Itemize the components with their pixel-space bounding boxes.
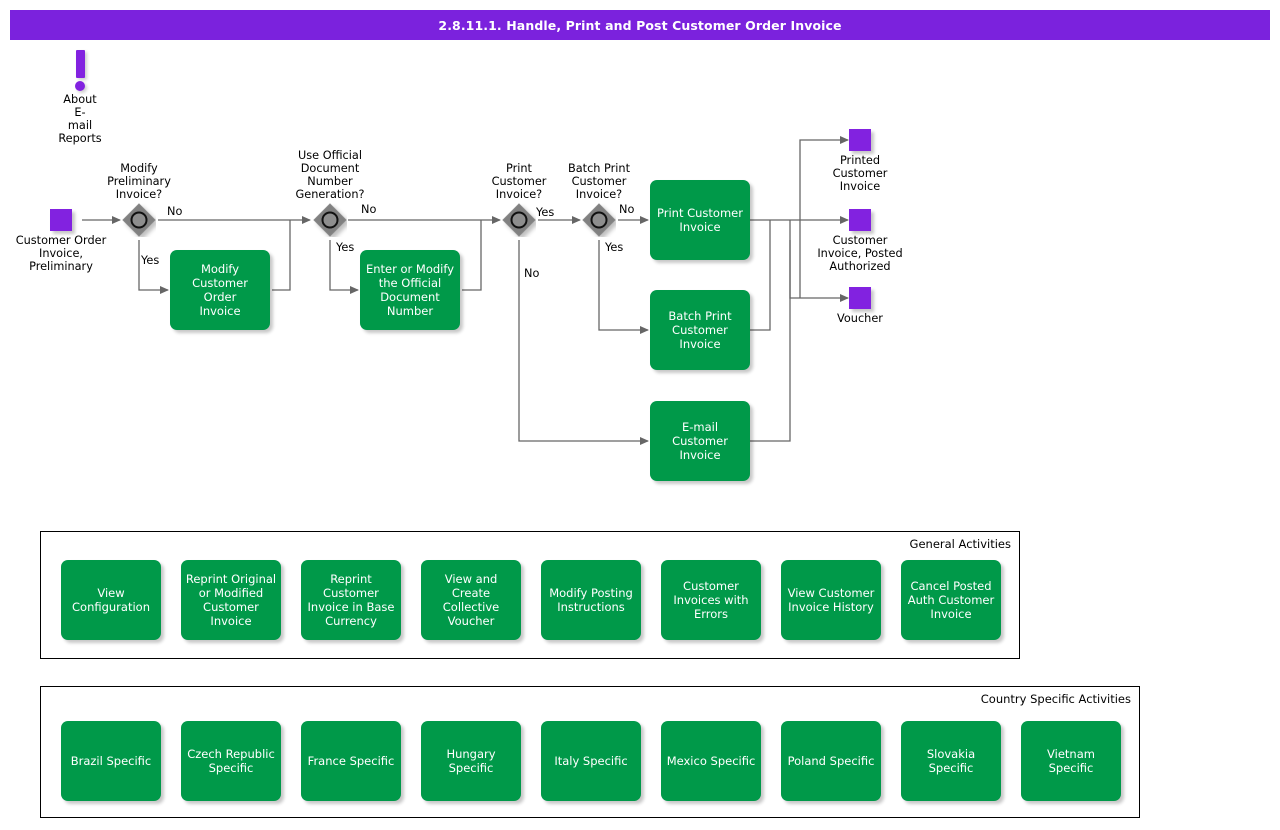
activity-label: Cancel Posted Auth Customer Invoice: [907, 579, 995, 621]
process-label: Print Customer Invoice: [657, 206, 743, 234]
edge-label-print-invoice-no: No: [524, 267, 540, 280]
process-batch-print-customer-invoice[interactable]: Batch Print Customer Invoice: [650, 290, 750, 370]
wire-modify-box-return: [272, 220, 291, 291]
terminator-customer-invoice-posted-authorized[interactable]: Customer Invoice, Posted Authorized: [803, 209, 917, 273]
activity-label: Mexico Specific: [666, 754, 756, 768]
wire-email-box-out: [750, 220, 791, 442]
edge-label-batch-print-no: No: [619, 203, 635, 216]
process-label: E-mail Customer Invoice: [672, 420, 728, 462]
decision-diamond-icon: [122, 203, 156, 237]
decision-diamond-icon: [502, 203, 536, 237]
activity-poland-specific[interactable]: Poland Specific: [781, 721, 881, 801]
activity-label: Reprint Customer Invoice in Base Currenc…: [307, 572, 395, 628]
general-activities-title: General Activities: [909, 537, 1011, 551]
activity-label: View Configuration: [72, 586, 150, 614]
activity-reprint-original-or-modified-customer-invoice[interactable]: Reprint Original or Modified Customer In…: [181, 560, 281, 640]
terminator-square-icon: [50, 209, 72, 231]
country-specific-activities-group: Country Specific Activities Brazil Speci…: [40, 686, 1140, 818]
activity-hungary-specific[interactable]: Hungary Specific: [421, 721, 521, 801]
activity-label: Italy Specific: [554, 754, 628, 768]
general-activities-group: General Activities View Configuration Re…: [40, 531, 1020, 659]
activity-reprint-customer-invoice-in-base-currency[interactable]: Reprint Customer Invoice in Base Currenc…: [301, 560, 401, 640]
activity-label: Brazil Specific: [70, 754, 152, 768]
country-specific-activities-title: Country Specific Activities: [980, 692, 1131, 706]
decision-label: Print Customer Invoice?: [491, 162, 547, 201]
activity-label: Reprint Original or Modified Customer In…: [185, 572, 277, 628]
terminator-square-icon: [849, 209, 871, 231]
activity-label: Czech Republic Specific: [187, 747, 275, 775]
edge-label-modify-preliminary-yes: Yes: [141, 254, 160, 267]
process-label: Modify Customer Order Invoice: [192, 262, 248, 318]
activity-slovakia-specific[interactable]: Slovakia Specific: [901, 721, 1001, 801]
decision-modify-preliminary-invoice[interactable]: Modify Preliminary Invoice?: [107, 162, 171, 237]
about-email-reports-note[interactable]: About E- mail Reports: [56, 50, 104, 145]
process-label: Batch Print Customer Invoice: [668, 309, 732, 351]
terminator-label: Printed Customer Invoice: [832, 154, 888, 193]
wire-enter-modify-box-return: [462, 220, 482, 291]
terminator-square-icon: [849, 129, 871, 151]
terminator-voucher[interactable]: Voucher: [812, 287, 908, 325]
activity-france-specific[interactable]: France Specific: [301, 721, 401, 801]
decision-diamond-icon: [582, 203, 616, 237]
edge-label-print-invoice-yes: Yes: [536, 206, 555, 219]
decision-diamond-icon: [313, 203, 347, 237]
process-email-customer-invoice[interactable]: E-mail Customer Invoice: [650, 401, 750, 481]
activity-vietnam-specific[interactable]: Vietnam Specific: [1021, 721, 1121, 801]
decision-label: Modify Preliminary Invoice?: [107, 162, 171, 201]
country-specific-activities-row: Brazil Specific Czech Republic Specific …: [61, 721, 1121, 801]
activity-label: France Specific: [307, 754, 395, 768]
activity-label: View and Create Collective Voucher: [442, 572, 500, 628]
decision-label: Batch Print Customer Invoice?: [567, 162, 631, 201]
edge-label-modify-preliminary-no: No: [167, 205, 183, 218]
activity-cancel-posted-auth-customer-invoice[interactable]: Cancel Posted Auth Customer Invoice: [901, 560, 1001, 640]
activity-customer-invoices-with-errors[interactable]: Customer Invoices with Errors: [661, 560, 761, 640]
decision-print-customer-invoice[interactable]: Print Customer Invoice?: [492, 162, 546, 237]
exclamation-dot-icon: [75, 81, 85, 91]
wire-batch-box-out: [750, 220, 771, 331]
activity-modify-posting-instructions[interactable]: Modify Posting Instructions: [541, 560, 641, 640]
edge-label-official-doc-yes: Yes: [336, 241, 355, 254]
process-enter-or-modify-official-document-number[interactable]: Enter or Modify the Official Document Nu…: [360, 250, 460, 330]
activity-italy-specific[interactable]: Italy Specific: [541, 721, 641, 801]
general-activities-row: View Configuration Reprint Original or M…: [61, 560, 1001, 640]
exclamation-icon: [75, 50, 85, 78]
process-label: Enter or Modify the Official Document Nu…: [365, 262, 455, 318]
activity-view-and-create-collective-voucher[interactable]: View and Create Collective Voucher: [421, 560, 521, 640]
edge-label-official-doc-no: No: [361, 203, 377, 216]
process-print-customer-invoice[interactable]: Print Customer Invoice: [650, 180, 750, 260]
terminator-square-icon: [849, 287, 871, 309]
decision-batch-print-customer-invoice[interactable]: Batch Print Customer Invoice?: [568, 162, 630, 237]
terminator-label: Customer Invoice, Posted Authorized: [817, 234, 903, 273]
activity-label: Customer Invoices with Errors: [673, 579, 749, 621]
process-modify-customer-order-invoice[interactable]: Modify Customer Order Invoice: [170, 250, 270, 330]
page-title-bar: 2.8.11.1. Handle, Print and Post Custome…: [10, 10, 1270, 40]
terminator-label: Customer Order Invoice, Preliminary: [15, 234, 107, 273]
activity-view-customer-invoice-history[interactable]: View Customer Invoice History: [781, 560, 881, 640]
about-email-reports-label: About E- mail Reports: [58, 93, 102, 145]
activity-label: Slovakia Specific: [926, 747, 976, 775]
terminator-printed-customer-invoice[interactable]: Printed Customer Invoice: [812, 129, 908, 193]
activity-label: Poland Specific: [787, 754, 875, 768]
page-title: 2.8.11.1. Handle, Print and Post Custome…: [438, 17, 842, 33]
terminator-label: Voucher: [837, 312, 883, 325]
activity-view-configuration[interactable]: View Configuration: [61, 560, 161, 640]
terminator-customer-order-invoice-preliminary[interactable]: Customer Order Invoice, Preliminary: [14, 209, 108, 273]
activity-label: Vietnam Specific: [1047, 747, 1095, 775]
activity-label: View Customer Invoice History: [787, 586, 875, 614]
activity-label: Modify Posting Instructions: [549, 586, 633, 614]
decision-label: Use Official Document Number Generation?: [295, 149, 365, 201]
decision-use-official-document-number-generation[interactable]: Use Official Document Number Generation?: [295, 149, 365, 237]
activity-mexico-specific[interactable]: Mexico Specific: [661, 721, 761, 801]
activity-czech-republic-specific[interactable]: Czech Republic Specific: [181, 721, 281, 801]
edge-label-batch-print-yes: Yes: [605, 241, 624, 254]
activity-brazil-specific[interactable]: Brazil Specific: [61, 721, 161, 801]
activity-label: Hungary Specific: [446, 747, 496, 775]
